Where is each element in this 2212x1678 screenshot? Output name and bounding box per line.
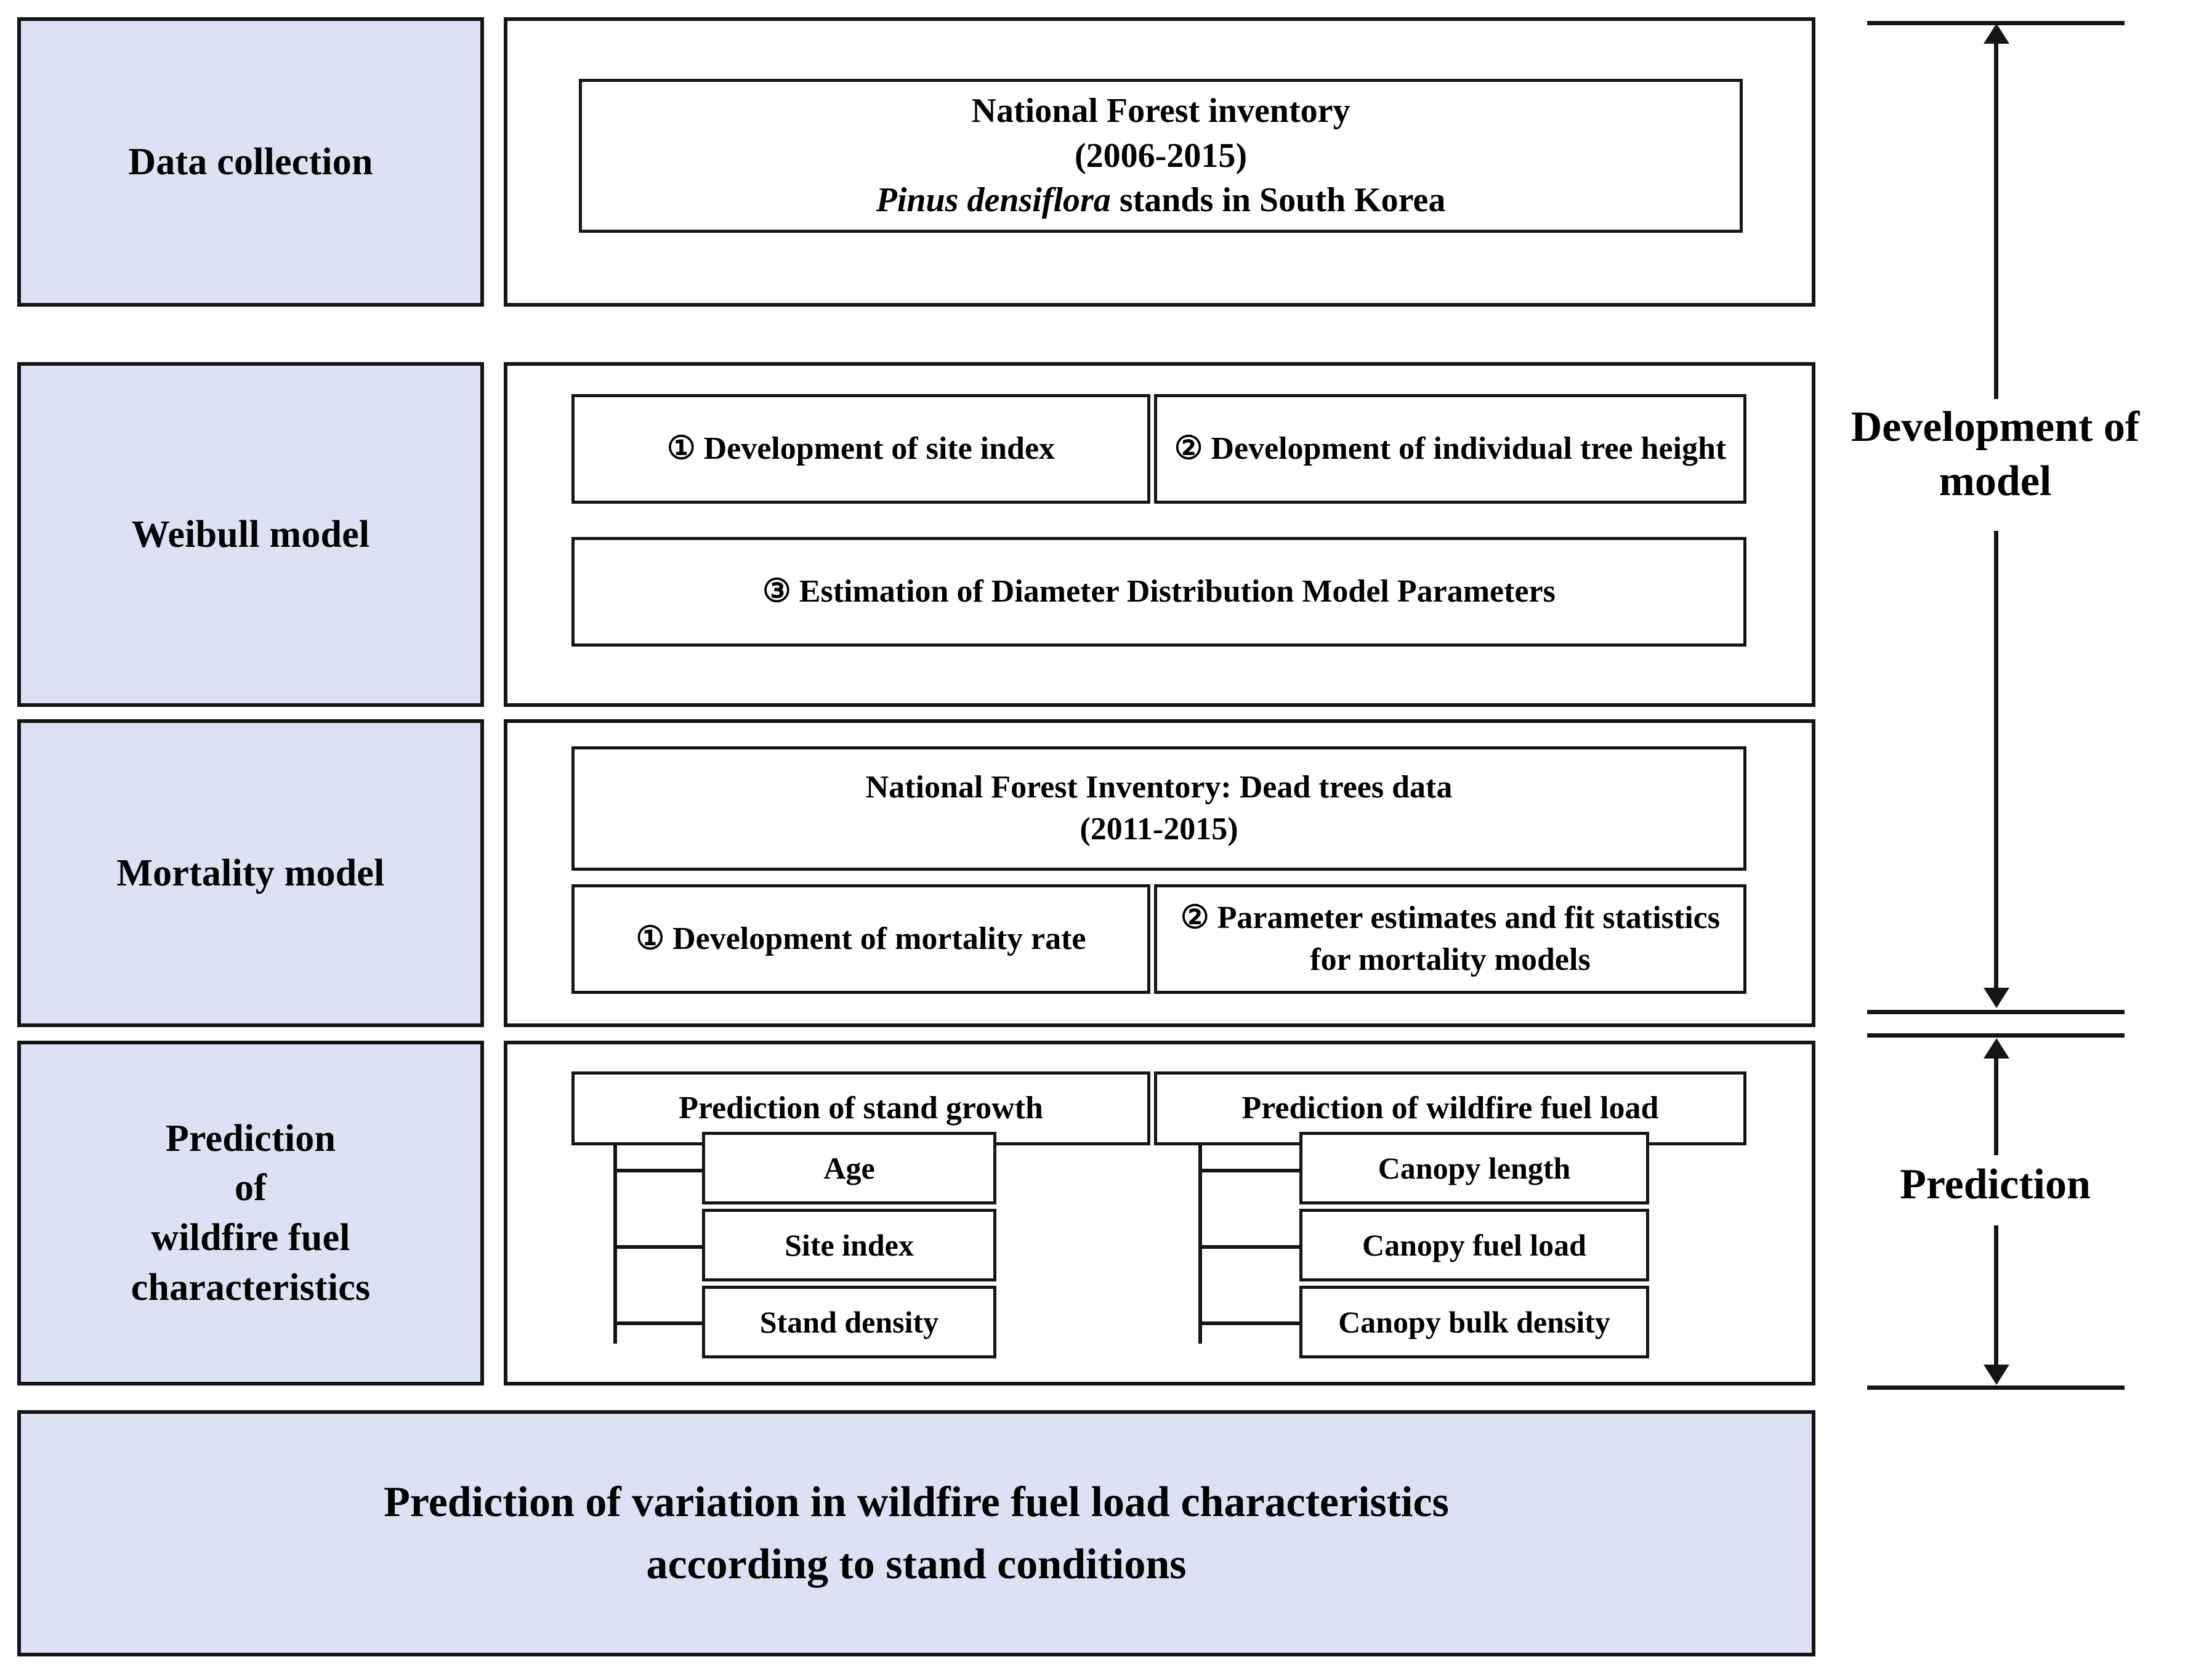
nfi-species-italic: Pinus densiflora xyxy=(876,181,1111,220)
nfi-line-3-rest: stands in South Korea xyxy=(1110,181,1446,220)
arrowhead-development-up-icon xyxy=(1984,23,2009,44)
box-leaf-stand-density: Stand density xyxy=(702,1286,996,1358)
annotation-label-prediction: Prediction xyxy=(1838,1158,2152,1212)
weibull-item-3-label: ③ Estimation of Diameter Distribution Mo… xyxy=(762,574,1556,610)
box-prediction-stand-growth: Prediction of stand growth xyxy=(571,1071,1150,1145)
stage-label-prediction-characteristics: Prediction of wildfire fuel characterist… xyxy=(123,1114,379,1312)
stage-label-data-collection: Data collection xyxy=(128,140,373,183)
prediction-right-child-3-label: Canopy bulk density xyxy=(1338,1304,1610,1339)
box-mortality-parameter-estimates: ② Parameter estimates and fit statistics… xyxy=(1154,884,1746,994)
annotation-rule-top xyxy=(1867,21,2125,25)
nfi-line-2: (2006-2015) xyxy=(1075,136,1247,175)
annotation-development-line-1: Development of xyxy=(1851,403,2140,451)
annotation-rule-mid-upper xyxy=(1867,1010,2125,1014)
arrowhead-prediction-down-icon xyxy=(1984,1365,2009,1385)
summary-line-2: according to stand conditions xyxy=(646,1541,1187,1588)
prediction-left-parent-label: Prediction of stand growth xyxy=(679,1091,1043,1126)
arrowline-prediction-upper xyxy=(1994,1057,1998,1155)
nfi-line-1: National Forest inventory xyxy=(971,91,1350,130)
weibull-item-2-label: ② Development of individual tree height xyxy=(1174,431,1727,467)
prediction-right-parent-label: Prediction of wildfire fuel load xyxy=(1241,1091,1659,1126)
prediction-left-child-1-label: Age xyxy=(823,1150,875,1185)
stage-label-line-2: of xyxy=(234,1167,267,1209)
connector-stub-left-3 xyxy=(613,1321,703,1325)
annotation-rule-mid-lower xyxy=(1867,1033,2125,1038)
connector-stub-right-3 xyxy=(1198,1321,1301,1325)
box-leaf-canopy-fuel-load: Canopy fuel load xyxy=(1299,1209,1649,1281)
connector-stub-right-2 xyxy=(1198,1245,1301,1249)
box-weibull-diameter-distribution: ③ Estimation of Diameter Distribution Mo… xyxy=(571,537,1746,647)
connector-stub-left-2 xyxy=(613,1245,703,1249)
arrowline-development-lower xyxy=(1994,531,1998,988)
mortality-header-line-2: (2011-2015) xyxy=(1080,812,1238,847)
summary-line-1: Prediction of variation in wildfire fuel… xyxy=(384,1478,1449,1526)
box-mortality-dead-trees-data: National Forest Inventory: Dead trees da… xyxy=(571,746,1746,871)
mortality-item-1-label: ① Development of mortality rate xyxy=(636,921,1086,957)
box-weibull-individual-tree-height: ② Development of individual tree height xyxy=(1154,394,1746,504)
stage-box-data-collection: Data collection xyxy=(17,17,484,307)
mortality-header-line-1: National Forest Inventory: Dead trees da… xyxy=(865,770,1453,805)
mortality-item-2-label: ② Parameter estimates and fit statistics… xyxy=(1181,900,1720,977)
arrowline-development-upper xyxy=(1994,42,1998,399)
stage-box-prediction-characteristics: Prediction of wildfire fuel characterist… xyxy=(17,1041,484,1386)
annotation-development-line-2: model xyxy=(1939,457,2052,505)
prediction-right-child-2-label: Canopy fuel load xyxy=(1362,1227,1586,1262)
arrowline-prediction-lower xyxy=(1994,1225,1998,1366)
annotation-label-development-of-model: Development of model xyxy=(1838,400,2152,508)
annotation-rule-bottom xyxy=(1867,1386,2125,1390)
prediction-left-child-3-label: Stand density xyxy=(759,1304,939,1339)
stage-label-line-4: characteristics xyxy=(131,1266,371,1309)
box-national-forest-inventory: National Forest inventory (2006-2015) Pi… xyxy=(579,79,1743,233)
stage-label-mortality-model: Mortality model xyxy=(116,852,385,894)
connector-stub-left-1 xyxy=(613,1169,703,1172)
weibull-item-1-label: ① Development of site index xyxy=(666,431,1056,467)
box-leaf-age: Age xyxy=(702,1132,996,1204)
prediction-right-child-1-label: Canopy length xyxy=(1378,1150,1571,1185)
annotation-prediction-line-1: Prediction xyxy=(1900,1161,2091,1208)
stage-label-line-1: Prediction xyxy=(165,1117,336,1160)
stage-label-line-3: wildfire fuel xyxy=(151,1217,350,1259)
prediction-left-child-2-label: Site index xyxy=(785,1227,914,1262)
box-leaf-canopy-bulk-density: Canopy bulk density xyxy=(1299,1286,1649,1358)
connector-stub-right-1 xyxy=(1198,1169,1301,1172)
arrowhead-prediction-up-icon xyxy=(1984,1038,2009,1059)
stage-box-mortality-model: Mortality model xyxy=(17,719,484,1027)
box-weibull-site-index: ① Development of site index xyxy=(571,394,1150,504)
box-mortality-rate-development: ① Development of mortality rate xyxy=(571,884,1150,994)
box-leaf-canopy-length: Canopy length xyxy=(1299,1132,1649,1204)
box-leaf-site-index: Site index xyxy=(702,1209,996,1281)
stage-label-weibull-model: Weibull model xyxy=(131,513,370,555)
connector-spine-left xyxy=(613,1145,617,1344)
stage-box-weibull-model: Weibull model xyxy=(17,362,484,707)
box-summary-conclusion: Prediction of variation in wildfire fuel… xyxy=(17,1410,1815,1656)
connector-spine-right xyxy=(1198,1145,1202,1344)
arrowhead-development-down-icon xyxy=(1984,988,2009,1008)
